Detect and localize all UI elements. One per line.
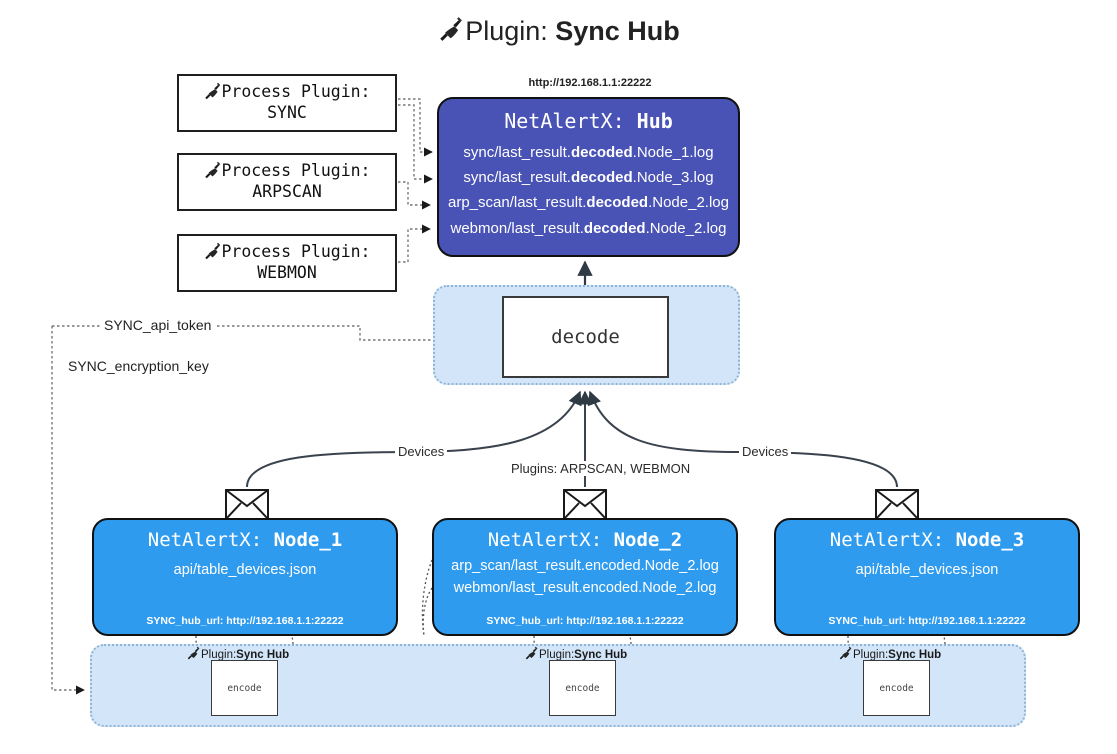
- node-line: webmon/last_result.encoded.Node_2.log: [453, 580, 717, 597]
- node-title-name: Node_3: [955, 529, 1025, 551]
- envelope-icon: [875, 489, 919, 520]
- node-footer: SYNC_hub_url: http://192.168.1.1:22222: [486, 615, 684, 627]
- node-title: NetAlertX: Node_2: [434, 529, 736, 551]
- envelope-icon: [225, 489, 269, 520]
- node-title: NetAlertX: Node_3: [776, 529, 1078, 551]
- process-plugin-arpscan[interactable]: Process Plugin: ARPSCAN: [177, 153, 397, 211]
- process-plugin-name: ARPSCAN: [252, 182, 322, 201]
- log-pre: webmon/last_result.: [450, 219, 584, 237]
- node-box-node-1[interactable]: NetAlertX: Node_1 api/table_devices.json…: [92, 518, 398, 636]
- node-title-prefix: NetAlertX:: [829, 529, 956, 551]
- log-mid: decoded: [570, 169, 633, 187]
- plugin-tag-node-3: Plugin: Sync Hub: [838, 646, 941, 663]
- decode-box[interactable]: decode: [502, 296, 669, 378]
- process-plugin-name: WEBMON: [257, 263, 317, 282]
- node-title-prefix: NetAlertX:: [147, 529, 274, 551]
- process-plugin-webmon[interactable]: Process Plugin: WEBMON: [177, 234, 397, 292]
- log-post: .Node_3.log: [632, 169, 714, 187]
- process-plugin-name: SYNC: [267, 103, 307, 122]
- log-post: .Node_2.log: [648, 194, 729, 212]
- page-title: Plugin: Sync Hub: [0, 16, 1117, 49]
- encode-box-node-2[interactable]: encode: [549, 660, 616, 716]
- node-title-name: Node_2: [613, 529, 683, 551]
- hub-log-line: sync/last_result.decoded.Node_3.log: [439, 165, 738, 190]
- node-line: api/table_devices.json: [855, 562, 999, 578]
- node-box-node-3[interactable]: NetAlertX: Node_3 api/table_devices.json…: [774, 518, 1080, 636]
- hub-title: NetAlertX: Hub: [439, 109, 738, 133]
- plug-icon: [838, 646, 853, 663]
- node-title: NetAlertX: Node_1: [94, 529, 396, 551]
- title-name: Sync Hub: [555, 16, 680, 46]
- log-mid: decoded: [583, 219, 646, 237]
- plugin-name: Sync Hub: [236, 648, 290, 661]
- log-pre: sync/last_result.: [463, 169, 571, 187]
- log-mid: decoded: [570, 144, 633, 161]
- hub-title-name: Hub: [636, 109, 673, 133]
- plugin-prefix: Plugin:: [201, 648, 237, 661]
- plugin-name: Sync Hub: [888, 648, 942, 661]
- plug-icon: [203, 242, 221, 263]
- plug-icon: [203, 82, 221, 103]
- plugin-tag-node-1: Plugin: Sync Hub: [186, 646, 289, 663]
- process-plugin-label: Process Plugin:: [221, 242, 371, 262]
- edge-label-plugins: Plugins: ARPSCAN, WEBMON: [508, 461, 694, 476]
- encode-box-node-1[interactable]: encode: [211, 660, 278, 716]
- plugin-prefix: Plugin:: [853, 648, 889, 661]
- plugin-name: Sync Hub: [574, 648, 628, 661]
- plug-icon: [203, 161, 221, 182]
- node-footer: SYNC_hub_url: http://192.168.1.1:22222: [828, 615, 1026, 627]
- hub-log-line: arp_scan/last_result.decoded.Node_2.log: [439, 190, 738, 215]
- hub-log-line: webmon/last_result.decoded.Node_2.log: [439, 216, 738, 241]
- log-post: .Node_2.log: [645, 219, 727, 237]
- node-line: api/table_devices.json: [173, 562, 317, 578]
- hub-title-prefix: NetAlertX:: [504, 109, 637, 133]
- plugin-tag-node-2: Plugin: Sync Hub: [524, 646, 627, 663]
- log-pre: arp_scan/last_result.: [448, 194, 587, 212]
- log-post: .Node_1.log: [632, 144, 714, 161]
- encode-box-node-3[interactable]: encode: [863, 660, 930, 716]
- plug-icon: [524, 646, 539, 663]
- plugin-prefix: Plugin:: [539, 648, 575, 661]
- edge-label-devices-right: Devices: [739, 444, 792, 459]
- process-plugin-label: Process Plugin:: [221, 82, 371, 102]
- hub-log-line: sync/last_result.decoded.Node_1.log: [439, 140, 738, 165]
- node-box-node-2[interactable]: NetAlertX: Node_2 arp_scan/last_result.e…: [432, 518, 738, 636]
- sync-api-token-label: SYNC_api_token: [100, 317, 216, 333]
- process-plugin-label: Process Plugin:: [221, 161, 371, 181]
- hub-url-label: http://192.168.1.1:22222: [528, 77, 652, 89]
- process-plugin-sync[interactable]: Process Plugin: SYNC: [177, 74, 397, 132]
- node-line: arp_scan/last_result.encoded.Node_2.log: [451, 558, 719, 574]
- node-footer: SYNC_hub_url: http://192.168.1.1:22222: [146, 615, 344, 627]
- log-mid: decoded: [586, 194, 649, 212]
- title-prefix: Plugin:: [465, 16, 556, 46]
- edge-label-devices-left: Devices: [395, 444, 448, 459]
- hub-node[interactable]: NetAlertX: Hub sync/last_result.decoded.…: [437, 97, 740, 257]
- node-title-name: Node_1: [273, 529, 343, 551]
- sync-encryption-key-label: SYNC_encryption_key: [64, 358, 213, 374]
- plug-icon: [186, 646, 201, 663]
- envelope-icon: [563, 489, 607, 520]
- plug-icon: [437, 16, 463, 49]
- node-title-prefix: NetAlertX:: [487, 529, 614, 551]
- log-pre: sync/last_result.: [463, 144, 571, 161]
